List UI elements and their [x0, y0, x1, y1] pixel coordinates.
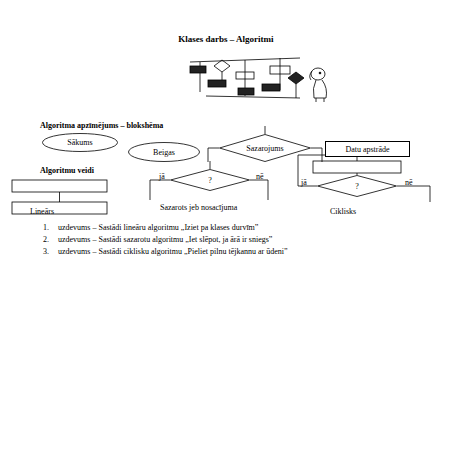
clipart-block: [262, 84, 280, 91]
end-terminator: Beigas: [128, 142, 200, 162]
branch-label: nē: [256, 172, 264, 181]
decision-diamond: ?: [170, 169, 250, 191]
section-heading: Algoritma apzīmējums – blokshēma: [40, 121, 163, 130]
type-caption: Sazarots jeb nosacījuma: [160, 203, 237, 212]
node-text: Sākums: [67, 138, 92, 147]
list-number: 2.: [43, 235, 49, 244]
process-box: [12, 202, 107, 214]
ellipse-shape: [43, 134, 118, 152]
branch-label: jā: [159, 172, 165, 181]
node-text: Sazarojums: [246, 144, 283, 153]
task-text: uzdevums – Sastādi sazarotu algoritmu „I…: [58, 235, 272, 244]
process-box: Datu apstrāde: [325, 141, 410, 157]
branch-line: [208, 148, 219, 162]
type-caption: Lineārs: [30, 207, 54, 216]
clipart-diamond: [214, 60, 230, 72]
process-box: [313, 161, 401, 173]
flow-line: [357, 173, 358, 175]
node-text: ?: [355, 182, 359, 191]
dog-ear: [310, 71, 312, 80]
start-terminator: Sākums: [42, 133, 118, 152]
diamond-shape: [220, 135, 311, 162]
clipart-line: [296, 84, 297, 98]
clipart-block: [238, 88, 254, 95]
ellipse-shape: [129, 143, 200, 162]
clipart-block: [236, 72, 254, 79]
section-heading: Algoritmu veidi: [40, 166, 94, 175]
flow-line: [59, 192, 60, 202]
clipart-block: [190, 66, 206, 73]
clipart-block: [270, 66, 290, 74]
dog-eye: [319, 72, 321, 74]
diamond-shape: [318, 176, 397, 197]
entry-line: [265, 126, 266, 134]
diamond-shape: [171, 170, 250, 191]
dog-leg: [324, 98, 325, 102]
branch-label: nē: [405, 178, 413, 187]
node-text: Datu apstrāde: [345, 145, 389, 154]
node-text: ?: [208, 176, 212, 185]
clipart-line: [206, 96, 300, 98]
branch-line: [250, 180, 268, 200]
type-caption: Ciklisks: [330, 207, 356, 216]
decision-diamond: Sazarojums: [219, 134, 311, 162]
dog-head: [311, 68, 325, 80]
decision-diamond: ?: [317, 175, 397, 197]
task-text: uzdevums – Sastādi ciklisku algoritmu „P…: [58, 247, 288, 256]
task-text: uzdevums – Sastādi lineāru algoritmu „Iz…: [58, 223, 258, 232]
dog-leg: [316, 98, 317, 102]
dog-illustration: [310, 68, 327, 102]
clipart-illustration: [190, 58, 304, 98]
list-number: 3.: [43, 247, 49, 256]
list-number: 1.: [43, 223, 49, 232]
dog-body: [313, 80, 326, 98]
node-text: Beigas: [153, 148, 175, 157]
flow-line: [210, 161, 211, 169]
process-box: [12, 180, 107, 192]
clipart-diamond: [288, 72, 304, 84]
branch-line: [150, 180, 170, 200]
branch-label: jā: [301, 178, 307, 187]
clipart-line: [222, 72, 223, 80]
clipart-block: [208, 80, 226, 87]
branch-line: [397, 186, 430, 202]
page-title: Klases darbs – Algoritmi: [0, 34, 452, 44]
